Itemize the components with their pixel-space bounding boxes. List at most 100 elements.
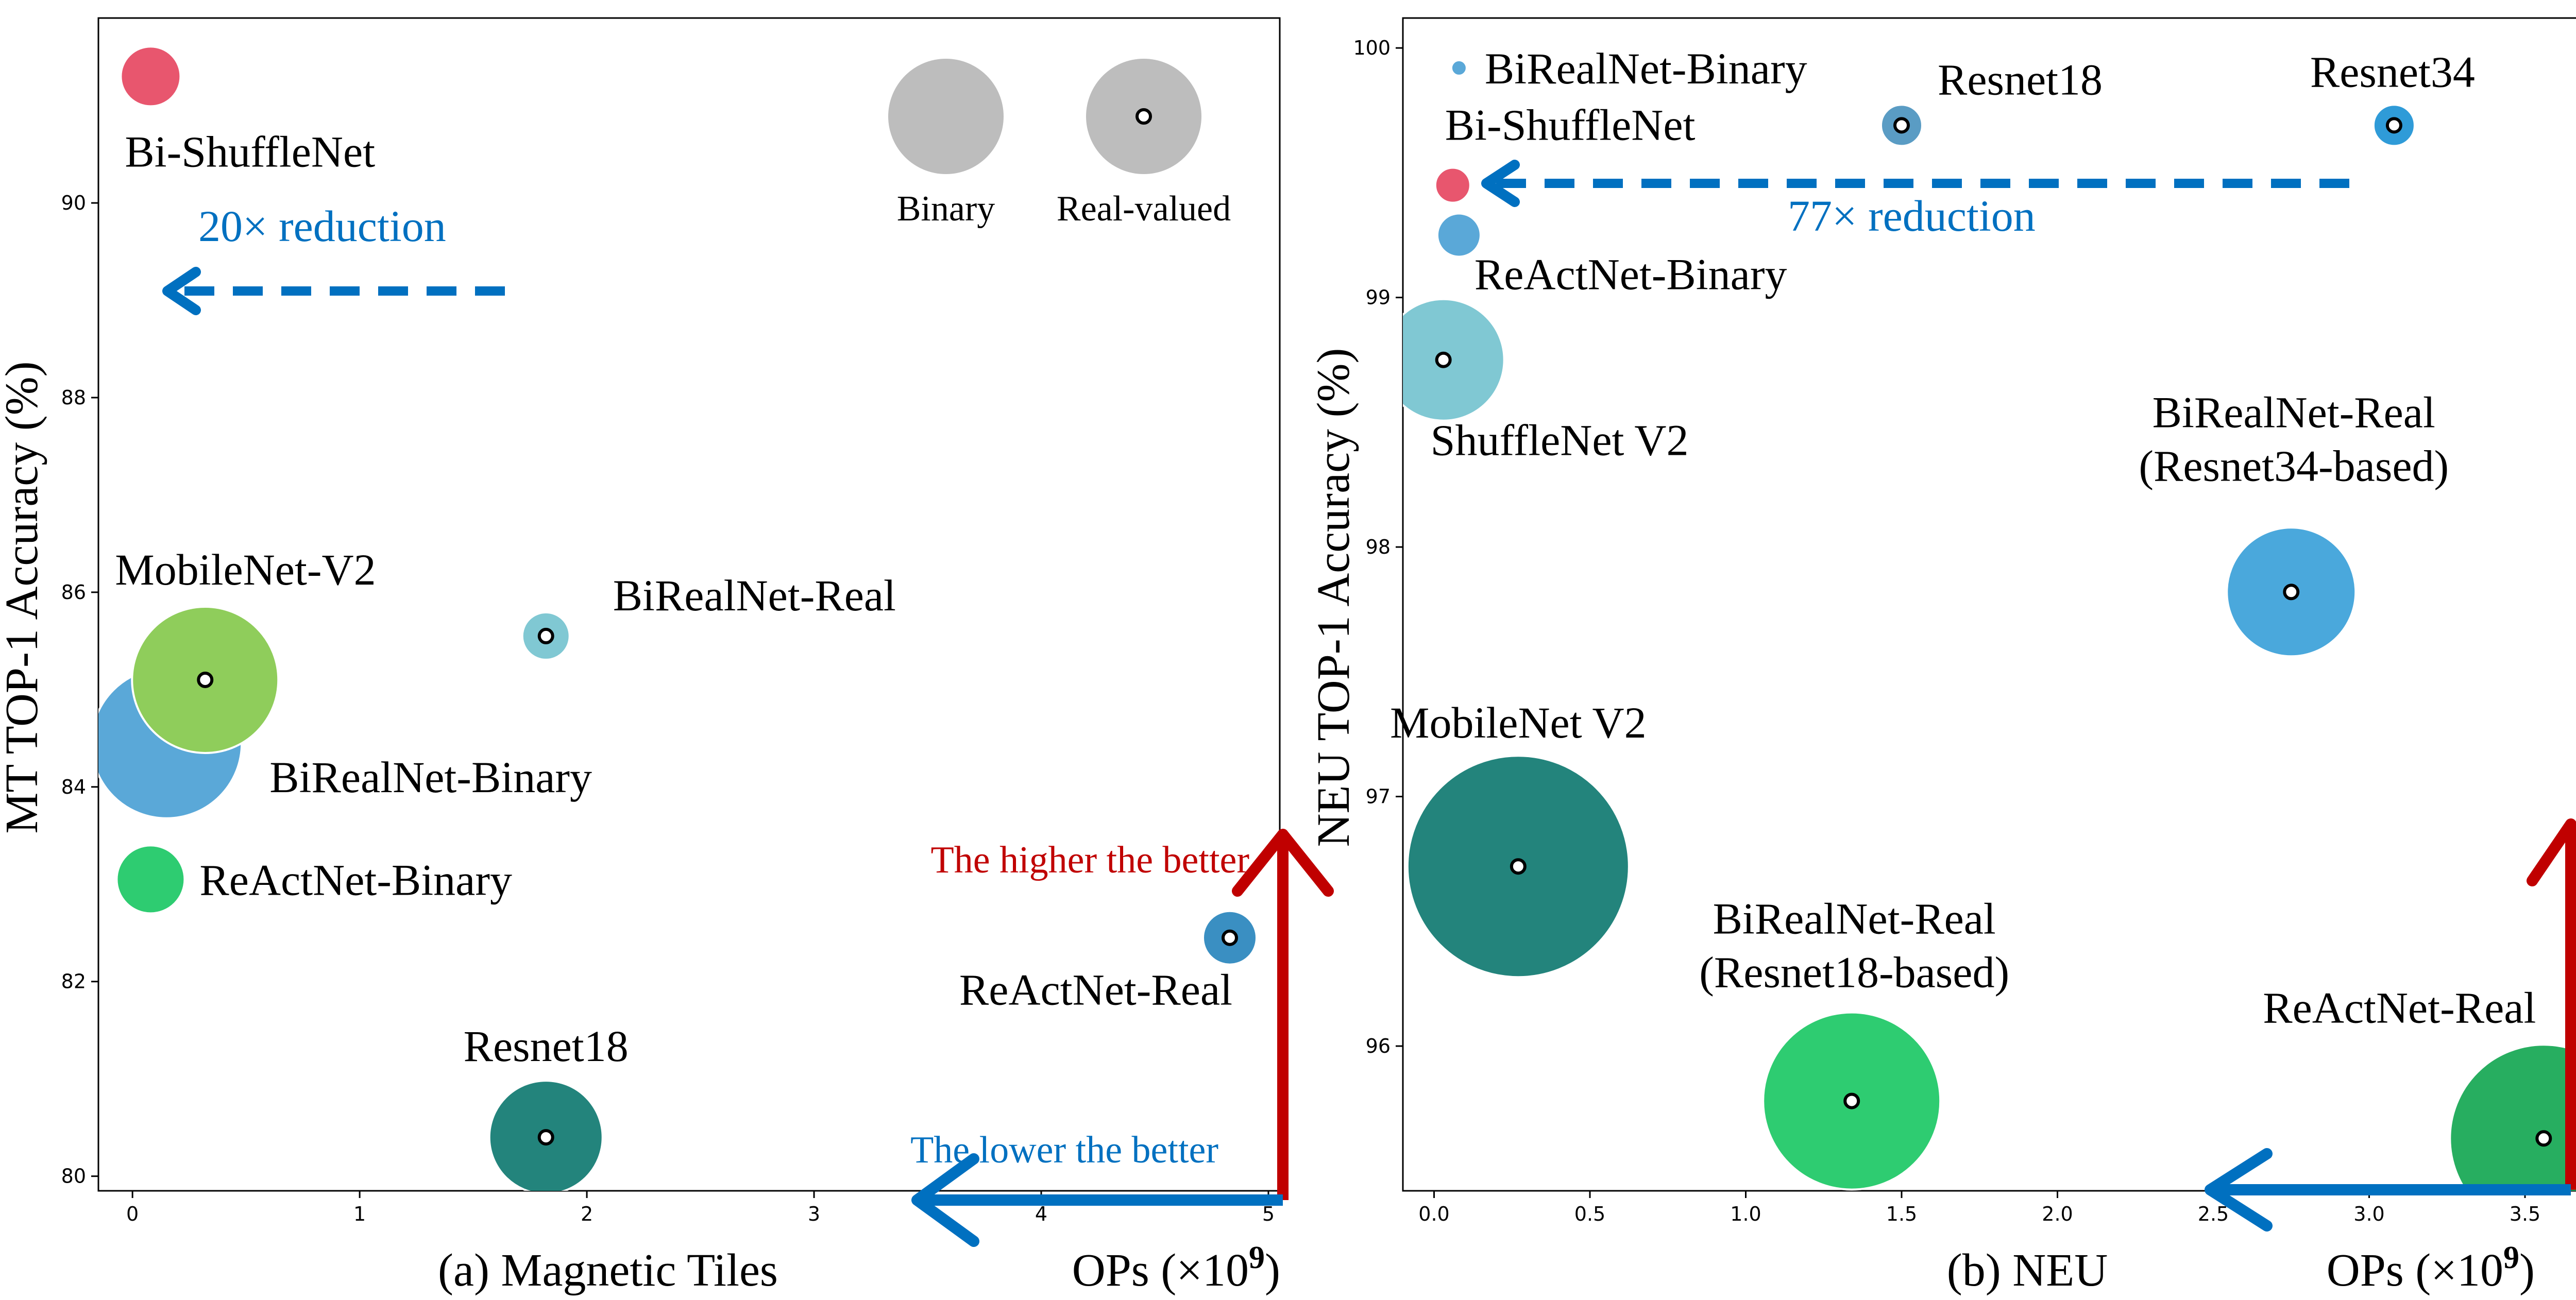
legend-binary-marker [888,59,1004,174]
point-label-line: ReActNet-Real [2263,983,2536,1032]
reduction-label: 20× reduction [198,201,446,251]
chart-b-ylabel: NEU TOP-1 Accuracy (%) [1308,348,1359,847]
point-label-line: BiRealNet-Binary [1485,44,1807,93]
point-bi-shufflenet [1434,166,1471,204]
point-label-birealnet-real-resnet18-based: BiRealNet-Real(Resnet18-based) [1699,894,2009,997]
x-tick-label: 4 [1035,1203,1047,1225]
y-tick-label: 98 [1366,536,1391,558]
point-label-reactnet-binary: ReActNet-Binary [1475,249,1787,299]
point-label-birealnet-real-resnet34-based: BiRealNet-Real(Resnet34-based) [2139,387,2449,490]
point-label-line: ReActNet-Binary [199,855,512,904]
point-label-line: BiRealNet-Real [2153,387,2435,437]
y-tick-label: 97 [1366,785,1391,808]
point-label-line: ReActNet-Binary [1475,249,1787,299]
point-label-line: MobileNet-V2 [115,545,376,594]
chart-a-xlabel-base: OPs (×10 [1072,1245,1249,1296]
chart-a-better-arrows: The higher the better The lower the bett… [910,829,1334,1247]
chart-b-labels: BiRealNet-Binary Resnet18 Resnet34Bi-Shuff… [1390,44,2536,1032]
x-tick-label: 1 [353,1203,366,1225]
point-label-line: Bi-ShuffleNet [125,127,375,176]
chart-b-axes [1402,17,2576,1192]
chart-a-xlabel: OPs (×109) [1072,1240,1280,1296]
point-label-resnet34: Resnet34 [2310,47,2475,96]
point-bi-shufflenet [120,45,182,108]
point-label-line: BiRealNet-Real [613,571,896,620]
higher-label: The higher the better [931,839,1249,881]
point-label-birealnet-binary: BiRealNet-Binary [269,752,592,802]
chart-a-xlabel-close: ) [1265,1245,1280,1296]
point-label-line: BiRealNet-Binary [269,752,592,802]
chart-b-plot-frame [1402,17,2576,1192]
chart-b-xlabel: OPs (×109) [2327,1240,2535,1296]
point-birealnet-real-resnet34-based-real-dot [2283,584,2300,601]
chart-a-ylabel: MT TOP-1 Accuracy (%) [0,361,47,833]
point-label-reactnet-real: ReActNet-Real [959,965,1232,1015]
point-label-birealnet-real: BiRealNet-Real [613,571,896,620]
lower-arrow-head [911,1153,979,1247]
point-label-bi-shufflenet: Bi-ShuffleNet [1445,100,1696,150]
point-reactnet-binary [1436,212,1482,258]
lower-label: The lower the better [910,1129,1218,1171]
reduction-b-label: 77× reduction [1788,191,2036,241]
point-label-line: BiRealNet-Real [1713,894,1996,944]
point-label-line: Resnet34 [2310,47,2475,96]
x-tick-label: 3.5 [2510,1203,2540,1225]
x-tick-label: 5 [1262,1203,1275,1225]
point-label-shufflenet-v2: ShuffleNet V2 [1431,416,1689,465]
point-reactnet-real [2449,1044,2576,1191]
point-label-mobilenet-v2: MobileNet V2 [1390,698,1647,747]
point-label-line: (Resnet18-based) [1699,948,2009,997]
lower-b-arrow-head [2205,1148,2273,1231]
point-birealnet-binary [1450,59,1468,77]
x-tick-label: 0.5 [1574,1203,1605,1225]
point-label-line: MobileNet V2 [1390,698,1647,747]
chart-b-title: (b) NEU [1947,1245,2108,1296]
point-label-line: Resnet18 [1938,55,2103,104]
point-reactnet-real-real-dot [2535,1130,2552,1147]
point-label-resnet18: Resnet18 [464,1021,629,1071]
point-label-birealnet-binary: BiRealNet-Binary [1485,44,1807,93]
point-label-resnet18: Resnet18 [1938,55,2103,104]
x-tick-label: 1.5 [1886,1203,1917,1225]
chart-a-plot-frame [97,17,1281,1192]
point-label-line: Bi-ShuffleNet [1445,100,1696,150]
point-birealnet-real-resnet18-based-real-dot [1843,1092,1860,1109]
chart-b-xlabel-exponent: 9 [2503,1240,2519,1275]
higher-b-arrow-head [2527,818,2576,886]
point-reactnet-binary [115,844,186,915]
x-tick-label: 3 [808,1203,820,1225]
chart-b-better-arrows [2205,818,2576,1231]
legend-real-dot [1136,108,1152,125]
x-tick-label: 2.5 [2198,1203,2229,1225]
point-mobilenet-v2-real-dot [197,671,214,688]
point-birealnet-real-real-dot [537,627,554,644]
point-label-line: ReActNet-Real [959,965,1232,1015]
higher-arrow-head [1232,829,1334,897]
point-label-line: ShuffleNet V2 [1431,416,1689,465]
point-mobilenet-v2-real-dot [1510,858,1527,875]
y-tick-label: 80 [61,1165,86,1188]
chart-b-xlabel-base: OPs (×10 [2327,1245,2503,1296]
legend-binary-label: Binary [897,189,995,229]
chart-b-reduction-annotation: 77× reduction [1481,160,2349,241]
y-tick-label: 88 [61,386,86,409]
point-resnet34-real-dot [2385,117,2402,134]
y-tick-label: 84 [61,776,86,798]
x-tick-label: 2.0 [2042,1203,2073,1225]
chart-a-legend: Binary Real-valued [888,59,1231,229]
x-tick-label: 1.0 [1730,1203,1761,1225]
reduction-b-arrow-head [1481,160,1520,207]
chart-b-points [1403,59,2576,1191]
legend-real-label: Real-valued [1057,189,1231,229]
point-label-line: Resnet18 [464,1021,629,1071]
x-tick-label: 0.0 [1418,1203,1449,1225]
y-tick-label: 86 [61,581,86,604]
point-label-mobilenet-v2: MobileNet-V2 [115,545,376,594]
chart-a-xlabel-exponent: 9 [1249,1240,1265,1275]
point-label-bi-shufflenet: Bi-ShuffleNet [125,127,375,176]
